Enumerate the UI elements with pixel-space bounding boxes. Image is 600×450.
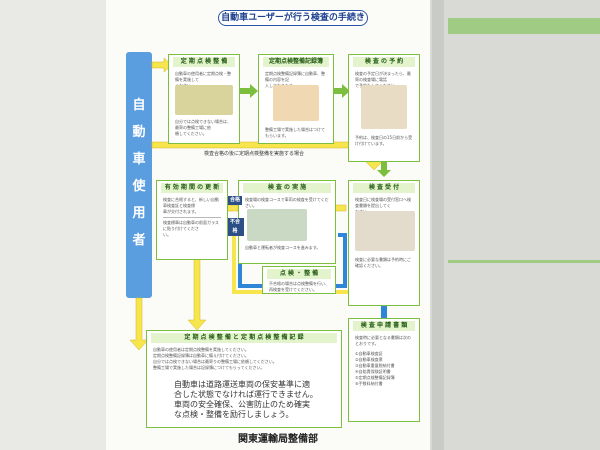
card-text: 不合格の場合は点検整備を行い、再検査を受けてください。 (269, 281, 329, 292)
card-title: 検 査 受 付 (353, 183, 415, 193)
vertical-char: 使 (132, 179, 146, 194)
document-item: ①自動車検査証 (355, 351, 383, 356)
message-line: な点検・整備を励行しましょう。 (174, 410, 294, 419)
page-title: 自動車ユーザーが行う検査の手続き (218, 10, 368, 26)
document-item: ⑤定期点検整備記録簿 (355, 375, 395, 380)
card-text: 予約は、検査日の15日前から受け付けています。 (355, 135, 413, 146)
vertical-char: 用 (132, 206, 146, 221)
card-renewal: 有 効 期 間 の 更 新 検査に合格すると、新しい自動車検査証と検査標 章が交… (156, 180, 228, 260)
card-text: 自分では点検できない場合は最寄りの整備工場に依頼してください。 (153, 359, 277, 364)
loop-blue (238, 232, 347, 288)
adjacent-page-line (448, 260, 600, 263)
vertical-char: 車 (132, 152, 146, 167)
card-text: 整備工場で実施した場合はつけてもらいます。 (265, 127, 325, 138)
card-title: 定期点検整備記録簿 (263, 57, 329, 67)
document-item: ④自賠責保険証明書 (355, 369, 391, 374)
arrow-label-top: 検査合格の後に定期点検整備を実施する場合 (204, 151, 305, 157)
reception-desk-illustration (355, 211, 415, 251)
card-title: 定 期 点 検 整 備 と 定 期 点 検 整 備 記 録 (151, 333, 337, 343)
card-text: 自分では点検できない場合は、最寄の整備工場に依 (175, 119, 231, 130)
card-body-lower: 自分では点検できない場合は、最寄の整備工場に依 頼してください。 (175, 119, 233, 137)
card-text: 自動車の使用者に定期点検・整備を実施して (175, 71, 231, 82)
card-maintenance: 点 検 ・ 整 備 不合格の場合は点検整備を行い、再検査を受けてください。 (262, 266, 336, 294)
vertical-char: 自 (132, 98, 146, 113)
document-item: ②自動車検査票 (355, 357, 383, 362)
user-vertical-band (126, 52, 152, 298)
card-title: 定 期 点 検 整 備 (173, 57, 235, 67)
card-title: 検 査 申 請 書 類 (353, 321, 415, 331)
inspection-lane-illustration (247, 209, 307, 241)
card-text: 検査場の検査コースで車両の検査を受けてください。 (245, 197, 329, 208)
card-body-lower: 予約は、検査日の15日前から受け付けています。 (355, 135, 413, 147)
card-title: 有 効 期 間 の 更 新 (161, 183, 223, 193)
vertical-char: 者 (132, 233, 146, 248)
card-text: 検査に必要な書類は予約時にご確認ください。 (355, 257, 411, 268)
card-reception: 検 査 受 付 検査日に検査場の受付窓口へ検査書類を提出してく ださい。 検査に… (348, 180, 420, 306)
arrow-reservation-down (377, 162, 391, 177)
arrow-user-down (129, 297, 149, 351)
divider (163, 217, 221, 218)
card-documents: 検 査 申 請 書 類 検査時に必要となる書類は次のとおりです。 ①自動車検査証… (348, 318, 420, 422)
card-text: い。 (163, 232, 171, 237)
card-body-lower: 整備工場で実施した場合はつけてもらいます。 (265, 127, 327, 139)
arrow-to-reservation (333, 84, 350, 98)
card-title: 検 査 の 予 約 (353, 57, 415, 67)
arrow-to-record (238, 84, 258, 98)
card-record-book: 定期点検整備記録簿 定期点検整備記録簿に自動車、整備の内容を記 入しておきます。… (258, 54, 334, 144)
card-body-lower: 自動車と運転者が検査コースを進みます。 (245, 245, 329, 251)
card-body: 不合格の場合は点検整備を行い、再検査を受けてください。 (269, 281, 329, 293)
user-vertical-label: 自 動 車 使 用 者 (126, 92, 152, 254)
card-title: 点 検 ・ 整 備 (267, 269, 331, 279)
card-text: 検査時に必要となる書類は次のとおりです。 (355, 335, 411, 346)
card-text: 章が交付されます。 (163, 209, 199, 214)
phone-call-illustration (361, 85, 407, 129)
pass-flag: 合格 (228, 196, 242, 205)
page-edge-strip (432, 0, 444, 450)
message-line: 自動車は道路運送車両の保安基準に適 (174, 380, 310, 389)
card-body: 検査場の検査コースで車両の検査を受けてください。 (245, 197, 329, 209)
card-reservation: 検 査 の 予 約 検査の予定日が決まったら、最寄の検査場に電話 で予約をしてく… (348, 54, 420, 162)
mechanic-writing-illustration (273, 85, 319, 121)
card-body: 自動車の使用者は定期点検整備を実施してください。 定期点検整備記録簿は自動車に備… (153, 347, 335, 371)
adjacent-page (430, 0, 600, 450)
card-title: 検 査 の 実 施 (243, 183, 331, 193)
document-item: ③自動車重量税納付書 (355, 363, 395, 368)
card-body: 検査時に必要となる書類は次のとおりです。 ①自動車検査証 ②自動車検査票 ③自動… (355, 335, 413, 387)
card-text: 自動車の使用者は定期点検整備を実施してください。 (153, 347, 249, 352)
card-text: 定期点検整備記録簿に自動車、整備の内容を記 (265, 71, 325, 82)
safety-message: 自動車は道路運送車両の保安基準に適 合した状態でなければ運行できません。 車両の… (174, 380, 334, 420)
card-text: 検査の予定日が決まったら、最寄の検査場に電話 (355, 71, 411, 82)
card-text: 自動車と運転者が検査コースを進みます。 (245, 245, 321, 250)
card-text: 検査日に検査場の受付窓口へ検査書類を提出してく (355, 197, 411, 208)
card-text: 頼してください。 (175, 131, 207, 136)
card-periodic-record: 定 期 点 検 整 備 と 定 期 点 検 整 備 記 録 自動車の使用者は定期… (146, 330, 342, 428)
message-line: 車両の安全確保、公害防止のため確実 (174, 400, 310, 409)
card-periodic-inspection: 定 期 点 検 整 備 自動車の使用者に定期点検・整備を実施して ください。 自… (168, 54, 240, 144)
arrow-renewal-down (187, 257, 207, 331)
card-inspection: 検 査 の 実 施 検査場の検査コースで車両の検査を受けてください。 自動車と運… (238, 180, 336, 264)
publisher-footer: 関東運輸局整備部 (238, 434, 318, 445)
card-body: 検査に合格すると、新しい自動車検査証と検査標 章が交付されます。 検査標章は自動… (163, 197, 221, 238)
fail-flag: 不合格 (226, 218, 244, 236)
adjacent-page-band (448, 18, 600, 34)
car-repair-illustration (175, 85, 233, 115)
card-text: 検査に合格すると、新しい自動車検査証と検査標 (163, 197, 219, 208)
vertical-char: 動 (132, 125, 146, 140)
card-text: 定期点検整備記録簿は自動車に備え付けてください。 (153, 353, 249, 358)
card-text: 整備工場で実施した場合は記録簿につけてもらってください。 (153, 365, 265, 370)
card-body-lower: 検査に必要な書類は予約時にご確認ください。 (355, 257, 413, 269)
card-text: 検査標章は自動車の前面ガラスに貼り付けてくださ (163, 220, 219, 231)
document-item: ⑥手数料納付書 (355, 381, 383, 386)
message-line: 合した状態でなければ運行できません。 (174, 390, 318, 399)
